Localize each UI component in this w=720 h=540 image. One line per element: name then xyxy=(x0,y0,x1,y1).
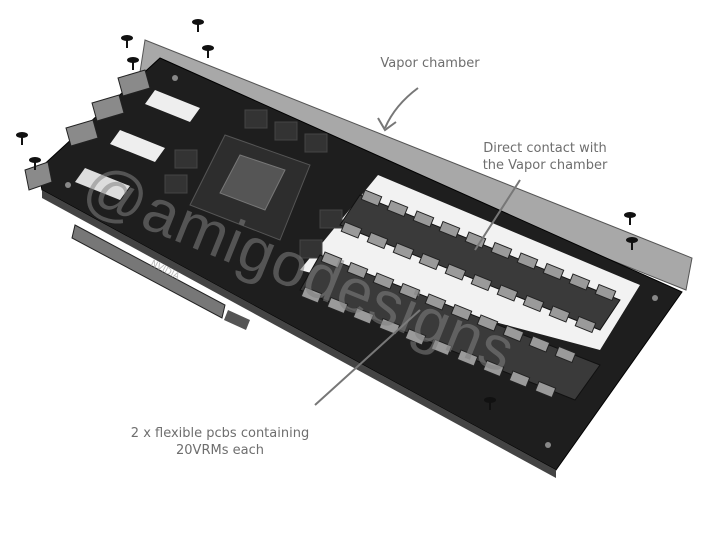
memory-chips xyxy=(164,109,343,259)
vrm-chip xyxy=(464,231,487,249)
vrm-chip xyxy=(430,338,453,357)
vrm-chip xyxy=(366,231,389,250)
vrm-chip xyxy=(340,221,363,239)
vrm-chip xyxy=(444,263,467,281)
screw xyxy=(121,35,133,48)
cutout xyxy=(110,130,165,162)
vrm-chip xyxy=(412,210,435,228)
vrm-chip xyxy=(360,189,383,207)
vrm-chip xyxy=(456,349,479,367)
vrm-chip xyxy=(404,328,427,346)
vrm-chip xyxy=(418,252,441,271)
vrm-chip xyxy=(346,261,369,280)
vrm-chip xyxy=(470,273,493,292)
vrm-chip xyxy=(568,273,591,291)
vrm-chip xyxy=(450,303,473,322)
vrm-chip xyxy=(534,380,557,399)
mount-holes xyxy=(65,75,658,448)
cutout xyxy=(145,90,200,122)
vrm-chip xyxy=(320,251,343,269)
screw xyxy=(29,157,41,170)
screw xyxy=(484,397,496,410)
vrm-chip xyxy=(482,359,505,378)
screw xyxy=(16,132,28,145)
display-ports xyxy=(24,69,151,191)
vrm-chip xyxy=(386,199,409,218)
vrm-chip xyxy=(490,241,513,260)
vrm-chip xyxy=(392,242,415,260)
label-line: 20VRMs each xyxy=(176,443,264,458)
vrm-chip xyxy=(476,314,499,332)
vrm-chip xyxy=(528,335,551,353)
label-line: Direct contact with xyxy=(483,141,607,156)
screw xyxy=(624,212,636,225)
label-line: the Vapor chamber xyxy=(482,158,608,173)
vrm-chip xyxy=(502,324,525,343)
vapor-chamber-plate xyxy=(139,39,693,291)
flex-pcbs-leader xyxy=(314,309,421,406)
screw xyxy=(192,19,204,32)
pcie-connector xyxy=(71,224,226,319)
screw xyxy=(127,57,139,70)
screw xyxy=(626,237,638,250)
vapor-chamber-arrow xyxy=(377,87,419,132)
flex-pcbs-label: 2 x flexible pcbs containing 20VRMs each xyxy=(120,425,320,459)
vrm-chip xyxy=(554,345,577,364)
label-line: 2 x flexible pcbs containing xyxy=(130,426,310,441)
vrm-chip xyxy=(326,296,349,315)
vrm-chip xyxy=(424,293,447,311)
screws xyxy=(16,19,638,410)
screw xyxy=(202,45,214,58)
gpu-die xyxy=(219,154,286,211)
vrm-chip xyxy=(574,315,597,334)
vrm-chip xyxy=(372,272,395,290)
vrm-chip xyxy=(594,283,617,302)
vrm-components xyxy=(300,189,617,399)
vrm-chip xyxy=(300,286,323,304)
vapor-chamber-label: Vapor chamber xyxy=(370,55,490,72)
direct-contact-label: Direct contact with the Vapor chamber xyxy=(470,140,620,174)
vrm-chip xyxy=(438,220,461,239)
vrm-chip xyxy=(508,370,531,388)
vrm-chip xyxy=(516,252,539,270)
vrm-chip xyxy=(496,284,519,302)
cutout xyxy=(75,168,130,200)
pcie-tab xyxy=(224,310,250,330)
vrm-chip xyxy=(352,307,375,325)
label-text: Vapor chamber xyxy=(380,56,480,71)
direct-contact-leader xyxy=(474,179,521,251)
vrm-chip xyxy=(542,262,565,281)
pcb-board-edge xyxy=(42,190,556,478)
vrm-chip xyxy=(522,294,545,313)
vrm-chip xyxy=(548,305,571,323)
vrm-chip xyxy=(398,282,421,301)
